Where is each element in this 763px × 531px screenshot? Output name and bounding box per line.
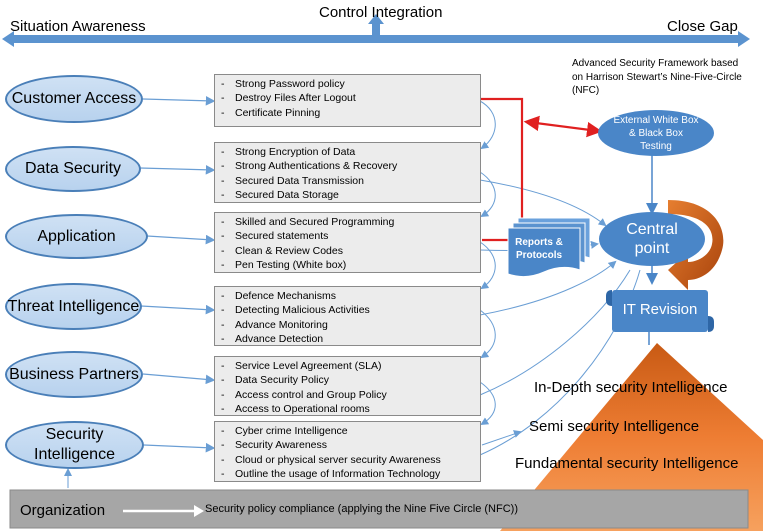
- pyramid-middle-label: Semi security Intelligence: [529, 418, 700, 435]
- close-gap-label: Close Gap: [667, 18, 738, 35]
- oval-application: Application: [5, 214, 148, 259]
- panel-item: Strong Password policy: [221, 77, 476, 91]
- panel-item: Access control and Group Policy: [221, 388, 476, 402]
- top-double-arrow: [2, 14, 750, 47]
- central-point-oval: Central point: [599, 212, 705, 266]
- control-integration-label: Control Integration: [319, 4, 443, 21]
- red-testing-link: [480, 97, 603, 242]
- organization-bar: [9, 489, 749, 529]
- panel-item: Defence Mechanisms: [221, 289, 476, 303]
- panel-item: Skilled and Secured Programming: [221, 215, 476, 229]
- panel-item: Strong Encryption of Data: [221, 145, 476, 159]
- panel-item: Cyber crime Intelligence: [221, 424, 476, 438]
- panel-chain-arrows: [479, 100, 496, 426]
- organization-policy-text: Security policy compliance (applying the…: [205, 503, 518, 515]
- panel-item: Security Awareness: [221, 438, 476, 452]
- reports-label: Reports & Protocols: [515, 237, 563, 261]
- oval-threat-intelligence: Threat Intelligence: [5, 283, 142, 330]
- panel-security-intelligence: Cyber crime Intelligence Security Awaren…: [214, 421, 481, 482]
- panel-item: Advance Detection: [221, 332, 476, 346]
- framework-note: Advanced Security Framework based on Har…: [572, 58, 742, 96]
- panel-item: Detecting Malicious Activities: [221, 303, 476, 317]
- panel-item: Advance Monitoring: [221, 318, 476, 332]
- pyramid-bottom-label: Fundamental security Intelligence: [515, 455, 739, 472]
- panel-item: Strong Authentications & Recovery: [221, 159, 476, 173]
- panel-item: Outline the usage of Information Technol…: [221, 467, 476, 481]
- panel-application: Skilled and Secured Programming Secured …: [214, 212, 481, 273]
- oval-customer-access: Customer Access: [5, 75, 143, 123]
- panel-item: Pen Testing (White box): [221, 258, 476, 272]
- oval-business-partners: Business Partners: [5, 351, 143, 398]
- panel-data-security: Strong Encryption of Data Strong Authent…: [214, 142, 481, 203]
- panel-item: Service Level Agreement (SLA): [221, 359, 476, 373]
- oval-security-intelligence: Security Intelligence: [5, 421, 144, 469]
- reports-stack: [507, 217, 591, 278]
- external-testing-oval: External White Box & Black Box Testing: [598, 110, 714, 156]
- it-revision-scroll: [606, 290, 714, 345]
- panel-customer-access: Strong Password policy Destroy Files Aft…: [214, 74, 481, 127]
- cycle-curl-arrow: [668, 200, 724, 290]
- organization-arrow: [123, 505, 204, 517]
- panel-business-partners: Service Level Agreement (SLA) Data Secur…: [214, 356, 481, 416]
- panel-item: Secured Data Transmission: [221, 174, 476, 188]
- panel-item: Data Security Policy: [221, 373, 476, 387]
- panel-item: Destroy Files After Logout: [221, 91, 476, 105]
- panel-item: Certificate Pinning: [221, 106, 476, 120]
- oval-data-security: Data Security: [5, 146, 141, 192]
- oval-panel-arrows: [139, 95, 216, 453]
- panel-item: Clean & Review Codes: [221, 244, 476, 258]
- panel-item: Access to Operational rooms: [221, 402, 476, 416]
- pyramid-top-label: In-Depth security Intelligence: [534, 379, 728, 396]
- organization-label: Organization: [20, 502, 106, 519]
- panel-threat-intelligence: Defence Mechanisms Detecting Malicious A…: [214, 286, 481, 346]
- situation-awareness-label: Situation Awareness: [10, 18, 146, 35]
- panel-item: Secured statements: [221, 229, 476, 243]
- intelligence-pyramid: [500, 343, 763, 531]
- panel-item: Cloud or physical server security Awaren…: [221, 453, 476, 467]
- panel-item: Secured Data Storage: [221, 188, 476, 202]
- it-revision-label: IT Revision: [622, 301, 698, 318]
